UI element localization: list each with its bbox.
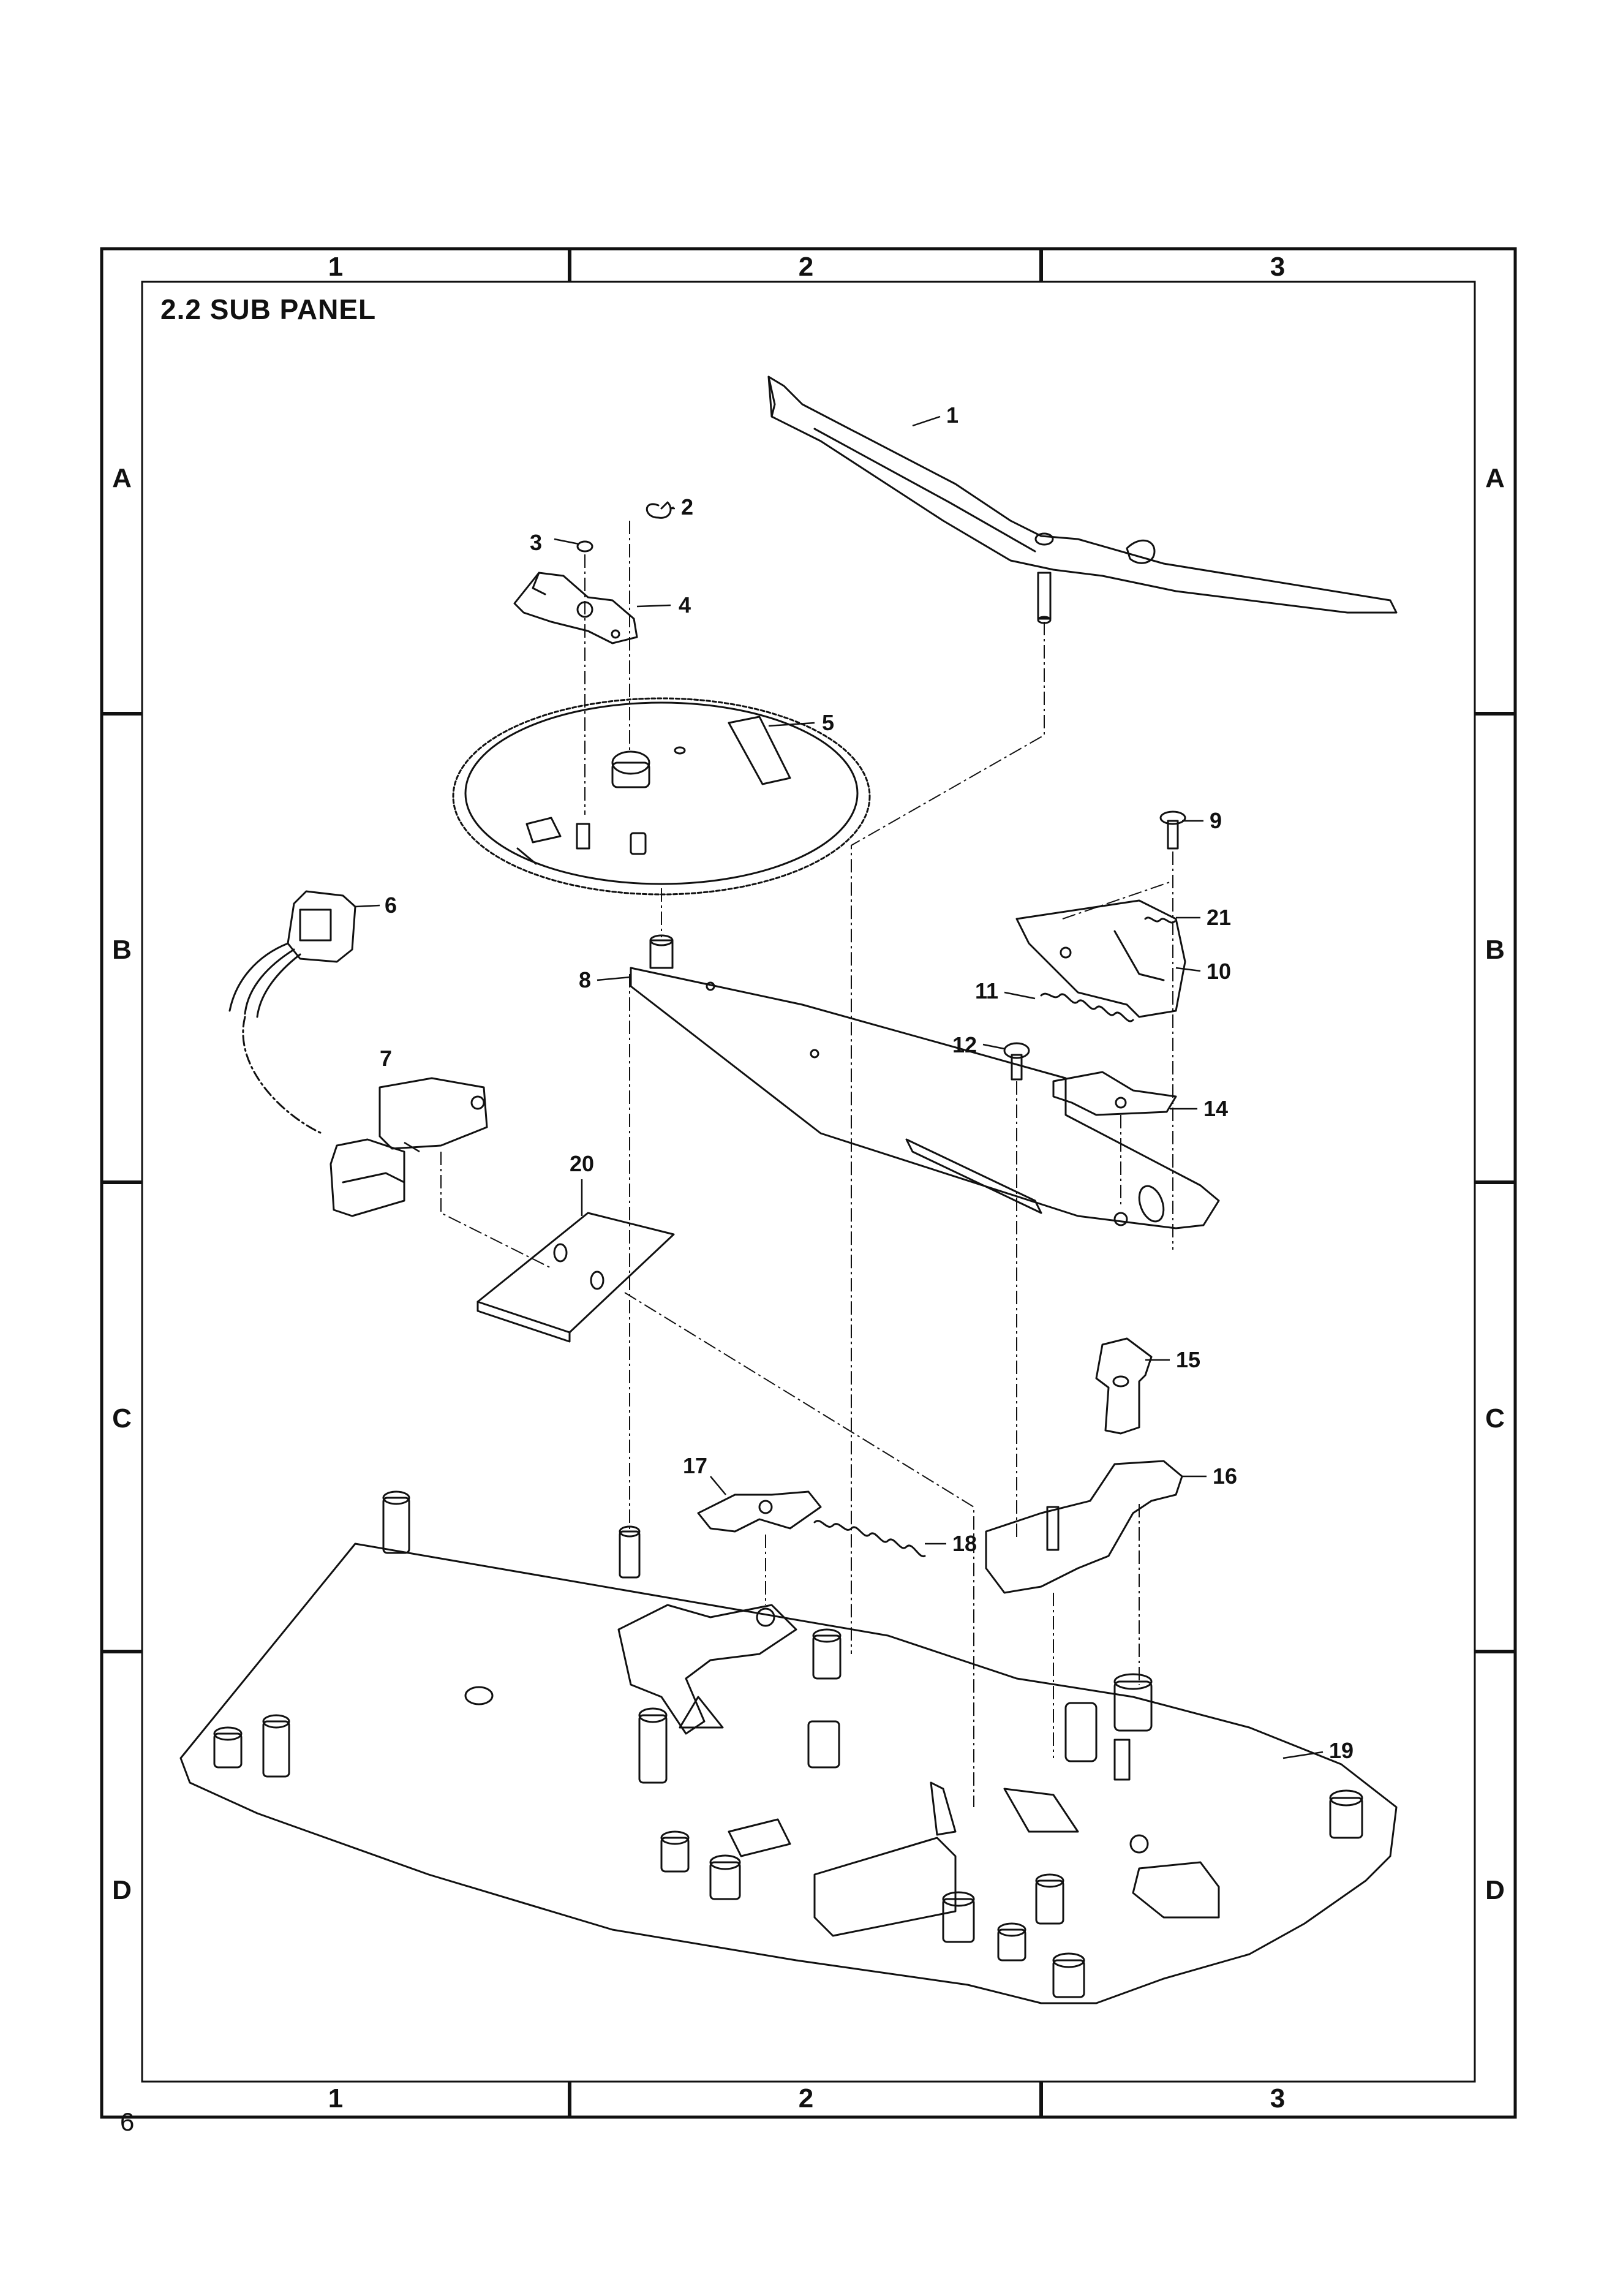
part-16-lever [985, 1460, 1183, 1594]
row-label-right-A: A [1485, 463, 1505, 493]
part-7-switch [329, 1077, 488, 1217]
part-21-spring [1144, 916, 1176, 924]
page-number: 6 [120, 2107, 135, 2136]
part-15-hook [1095, 1337, 1153, 1435]
row-label-left-B: B [112, 935, 132, 965]
outer-frame [100, 247, 1517, 2119]
part-label-17: 17 [683, 1453, 707, 1478]
part-label-9: 9 [1210, 808, 1222, 833]
part-11-spring [1040, 992, 1134, 1022]
part-12-screw [1003, 1042, 1030, 1081]
inner-frame [141, 281, 1476, 2083]
part-10-slider-block [1015, 899, 1186, 1018]
page-title: 2.2 SUB PANEL [160, 293, 377, 325]
part-label-15: 15 [1176, 1347, 1200, 1372]
column-label-top-3: 3 [1270, 252, 1285, 282]
part-label-14: 14 [1203, 1096, 1228, 1121]
part-label-21: 21 [1207, 905, 1231, 930]
leader-lines [355, 415, 1324, 1759]
part-label-11: 11 [975, 978, 998, 1003]
row-label-left-A: A [112, 463, 132, 493]
part-label-20: 20 [570, 1151, 594, 1176]
row-label-left-C: C [112, 1403, 132, 1433]
part-17-latch [697, 1490, 822, 1533]
row-label-right-D: D [1485, 1875, 1505, 1905]
part-label-5: 5 [822, 710, 834, 735]
column-label-bottom-3: 3 [1270, 2083, 1285, 2113]
assembly-guides [440, 521, 1173, 1807]
part-label-18: 18 [952, 1531, 977, 1556]
part-6-connector [228, 890, 356, 1135]
part-1-lever-arm [767, 376, 1398, 624]
column-label-top-1: 1 [328, 252, 343, 282]
part-label-10: 10 [1207, 959, 1231, 984]
part-20-pad [476, 1212, 675, 1343]
part-label-4: 4 [679, 592, 691, 617]
part-18-spring [813, 1520, 926, 1557]
part-9-screw [1159, 810, 1186, 850]
row-label-right-C: C [1485, 1403, 1505, 1433]
part-label-8: 8 [579, 967, 591, 992]
part-3-washer [576, 540, 593, 553]
row-label-left-D: D [112, 1875, 132, 1905]
part-label-7: 7 [380, 1046, 392, 1071]
part-label-1: 1 [946, 402, 958, 428]
part-4-bracket [513, 572, 638, 644]
column-label-bottom-2: 2 [799, 2083, 813, 2113]
part-2-e-ring [646, 501, 672, 519]
part-label-2: 2 [681, 494, 693, 519]
part-19-chassis [179, 1490, 1398, 2004]
part-label-3: 3 [530, 530, 542, 555]
row-label-right-B: B [1485, 935, 1505, 965]
part-label-19: 19 [1329, 1738, 1354, 1763]
part-label-6: 6 [385, 893, 397, 918]
column-label-top-2: 2 [799, 252, 813, 282]
part-5-gear-disc [452, 697, 871, 896]
column-label-bottom-1: 1 [328, 2083, 343, 2113]
part-label-12: 12 [952, 1032, 977, 1057]
part-label-16: 16 [1213, 1463, 1237, 1489]
part-8-slide-plate [630, 934, 1220, 1229]
part-14-bracket [1052, 1071, 1177, 1116]
